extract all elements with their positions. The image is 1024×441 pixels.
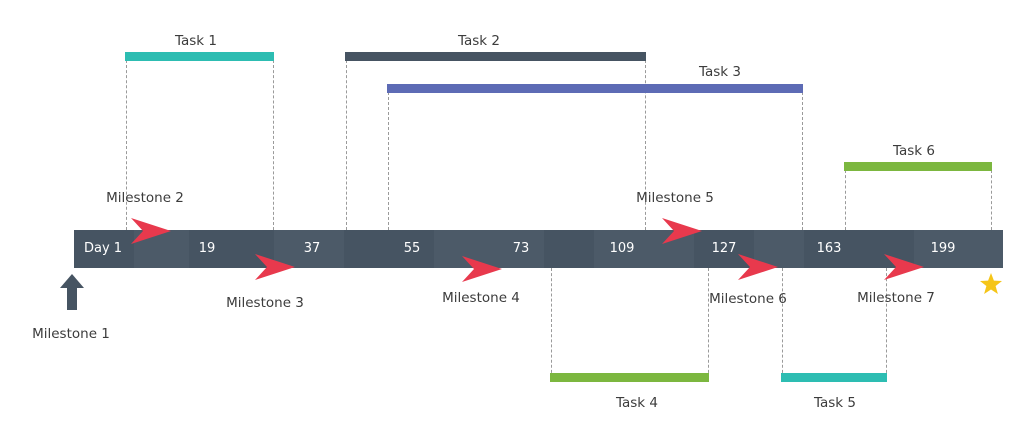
milestone-7-chevron: [884, 254, 924, 280]
milestone-5-label: Milestone 5: [636, 190, 714, 206]
task-2-end-connector: [645, 60, 646, 230]
task-4-start-connector: [551, 268, 552, 378]
axis-tick: 163: [816, 241, 842, 256]
axis-tick: 37: [303, 241, 321, 256]
task-2-start-connector: [346, 60, 347, 230]
chevron-right-icon: [462, 256, 502, 282]
axis-tick: 127: [711, 241, 737, 256]
task-1-label: Task 1: [174, 33, 218, 49]
milestone-1-label: Milestone 1: [32, 326, 110, 342]
chevron-right-icon: [255, 254, 295, 280]
star-icon-shape: [980, 273, 1002, 294]
task-5-label: Task 5: [813, 395, 857, 411]
task-6-end-connector: [991, 170, 992, 230]
star-icon: [980, 273, 1002, 294]
task-4-label: Task 4: [615, 395, 659, 411]
axis-tick: 73: [512, 241, 530, 256]
task-1-end-connector: [273, 60, 274, 230]
task-5-end-connector: [886, 268, 887, 378]
axis-tick: 109: [609, 241, 635, 256]
milestone-7-label: Milestone 7: [857, 290, 935, 306]
task-6-label: Task 6: [892, 143, 936, 159]
milestone-2-chevron: [131, 218, 171, 244]
arrow-up-icon-shape: [60, 274, 84, 310]
chevron-right-icon: [662, 218, 702, 244]
task-3-end-connector: [802, 92, 803, 230]
axis-segment: [914, 230, 1003, 268]
task-4-bar: [550, 373, 709, 382]
axis-tick: Day 1: [83, 241, 123, 256]
task-5-start-connector: [782, 268, 783, 378]
task-6-bar: [844, 162, 992, 171]
task-2-bar: [345, 52, 646, 61]
task-4-end-connector: [708, 268, 709, 378]
task-3-label: Task 3: [698, 64, 742, 80]
task-6-start-connector: [845, 170, 846, 230]
axis-segment: [274, 230, 344, 268]
task-1-bar: [125, 52, 274, 61]
axis-segment: [754, 230, 804, 268]
milestone-2-label: Milestone 2: [106, 190, 184, 206]
milestone-6-chevron: [738, 254, 778, 280]
milestone-3-label: Milestone 3: [226, 295, 304, 311]
milestone-4-label: Milestone 4: [442, 290, 520, 306]
task-2-label: Task 2: [457, 33, 501, 49]
task-3-start-connector: [388, 92, 389, 230]
chevron-right-icon: [131, 218, 171, 244]
milestone-4-chevron: [462, 256, 502, 282]
chevron-right-icon: [884, 254, 924, 280]
task-1-start-connector: [126, 60, 127, 230]
axis-tick: 199: [930, 241, 956, 256]
chevron-right-icon: [738, 254, 778, 280]
arrow-up-icon: [60, 274, 84, 310]
axis-tick: 19: [198, 241, 216, 256]
axis-tick: 55: [403, 241, 421, 256]
task-5-bar: [781, 373, 887, 382]
timeline-axis: [74, 230, 1003, 268]
axis-segment: [434, 230, 544, 268]
task-3-bar: [387, 84, 803, 93]
milestone-5-chevron: [662, 218, 702, 244]
milestone-3-chevron: [255, 254, 295, 280]
milestone-6-label: Milestone 6: [709, 291, 787, 307]
